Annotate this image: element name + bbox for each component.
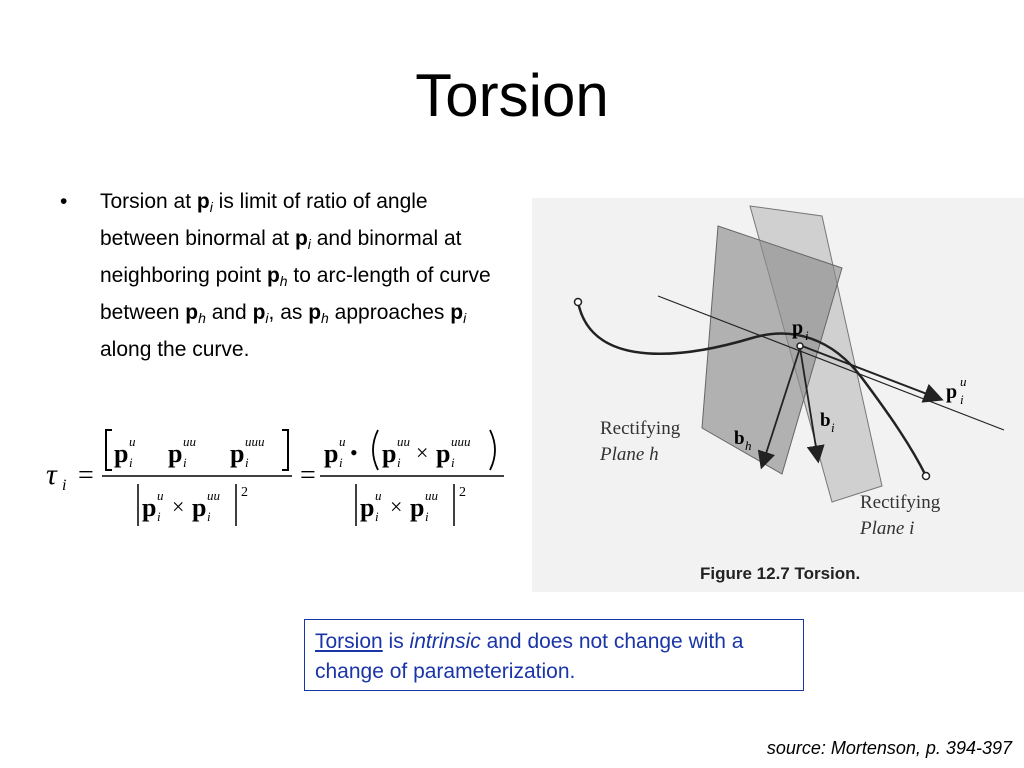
svg-text:×: × — [390, 494, 402, 519]
svg-text:u: u — [960, 374, 967, 389]
svg-text:i: i — [960, 392, 964, 407]
svg-text:τ: τ — [46, 458, 58, 491]
svg-text:i: i — [157, 509, 161, 524]
svg-text:uuu: uuu — [451, 434, 471, 449]
figure-caption: Figure 12.7 Torsion. — [700, 564, 861, 583]
slide-title: Torsion — [415, 62, 609, 129]
curve-end-point — [921, 471, 931, 481]
svg-text:p: p — [946, 381, 957, 403]
svg-text:uuu: uuu — [245, 434, 265, 449]
svg-text:uu: uu — [207, 488, 221, 503]
svg-text:Rectifying: Rectifying — [860, 492, 941, 513]
svg-text:Plane i: Plane i — [859, 518, 914, 539]
svg-text:u: u — [157, 488, 164, 503]
svg-text:p: p — [436, 439, 450, 468]
intrinsic-note: Torsion is intrinsic and does not change… — [304, 619, 804, 691]
svg-text:i: i — [183, 455, 187, 470]
svg-text:i: i — [397, 455, 401, 470]
source-citation: source: Mortenson, p. 394-397 — [766, 738, 1012, 758]
svg-text:i: i — [207, 509, 211, 524]
svg-text:h: h — [745, 438, 752, 453]
svg-text:p: p — [382, 439, 396, 468]
svg-text:i: i — [425, 509, 429, 524]
svg-text:2: 2 — [241, 485, 248, 500]
torsion-diagram: p i p i u b i b h Rectifying Plane h Rec… — [573, 205, 1005, 539]
svg-text:p: p — [324, 439, 338, 468]
tangent-arrow — [801, 345, 944, 403]
torsion-formula: τ i = p u i p uu i p uuu i p u i × p uu … — [46, 429, 504, 526]
svg-text:u: u — [129, 434, 136, 449]
svg-text:=: = — [78, 460, 94, 491]
binormal-bi-arrow — [799, 347, 825, 464]
svg-text:i: i — [375, 509, 379, 524]
svg-text:×: × — [416, 440, 428, 465]
space-curve — [576, 301, 928, 477]
svg-text:uu: uu — [183, 434, 197, 449]
svg-text:p: p — [230, 439, 244, 468]
svg-text:p: p — [142, 493, 156, 522]
svg-text:b: b — [820, 410, 831, 431]
svg-text:×: × — [172, 494, 184, 519]
svg-text:i: i — [805, 328, 809, 343]
svg-text:b: b — [734, 428, 745, 449]
svg-text:p: p — [114, 439, 128, 468]
svg-text:i: i — [62, 477, 66, 494]
bullet-text: Torsion at pi is limit of ratio of angle… — [100, 190, 491, 361]
svg-text:i: i — [129, 455, 133, 470]
svg-text:u: u — [339, 434, 346, 449]
svg-text:i: i — [339, 455, 343, 470]
svg-text:u: u — [375, 488, 382, 503]
svg-text:p: p — [410, 493, 424, 522]
svg-text:i: i — [831, 420, 835, 435]
curve-start-point — [573, 297, 583, 307]
svg-text:•: • — [350, 440, 358, 465]
tangent-line — [657, 295, 1005, 431]
svg-text:p: p — [168, 439, 182, 468]
svg-text:p: p — [192, 493, 206, 522]
svg-text:p: p — [792, 317, 803, 339]
svg-text:=: = — [300, 460, 316, 491]
svg-text:Plane h: Plane h — [599, 444, 659, 465]
bullet-symbol: • — [60, 190, 68, 213]
torsion-link[interactable]: Torsion — [315, 630, 383, 653]
svg-text:uu: uu — [397, 434, 411, 449]
svg-text:Rectifying: Rectifying — [600, 418, 681, 439]
binormal-bh-arrow — [757, 347, 801, 470]
svg-text:2: 2 — [459, 485, 466, 500]
svg-text:p: p — [360, 493, 374, 522]
svg-text:uu: uu — [425, 488, 439, 503]
svg-text:i: i — [245, 455, 249, 470]
rectifying-plane-h — [701, 225, 843, 475]
torsion-figure: p i p i u b i b h Rectifying Plane h Rec… — [532, 198, 1024, 592]
svg-text:i: i — [451, 455, 455, 470]
